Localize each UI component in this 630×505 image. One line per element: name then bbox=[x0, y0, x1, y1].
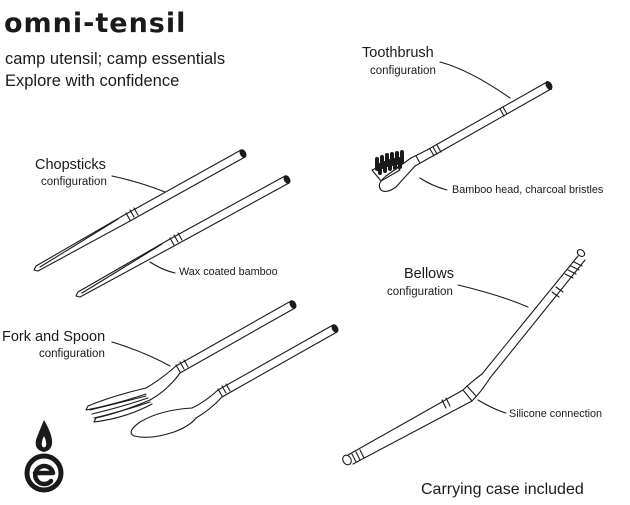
brand-name: omni-tensil bbox=[4, 8, 187, 39]
toothbrush-drawing bbox=[371, 61, 553, 193]
bellows-title: Bellows bbox=[404, 266, 454, 282]
brand-tagline: camp utensil; camp essentials bbox=[5, 50, 226, 68]
chopsticks-subtitle: configuration bbox=[41, 176, 107, 188]
toothbrush-callout: Bamboo head, charcoal bristles bbox=[452, 184, 604, 196]
chopsticks-drawing bbox=[33, 149, 291, 298]
fork-spoon-title: Fork and Spoon bbox=[2, 329, 106, 345]
footer-note: Carrying case included bbox=[421, 481, 584, 498]
fork-spoon-subtitle: configuration bbox=[39, 348, 105, 360]
bellows-callout: Silicone connection bbox=[509, 408, 603, 420]
toothbrush-title: Toothbrush bbox=[362, 45, 434, 61]
bellows-drawing bbox=[342, 249, 586, 466]
chopsticks-title: Chopsticks bbox=[35, 157, 106, 173]
brand-slogan: Explore with confidence bbox=[5, 72, 180, 90]
chopsticks-callout: Wax coated bamboo bbox=[179, 266, 278, 278]
fork-spoon-drawing bbox=[85, 300, 339, 438]
flame-e-logo-icon bbox=[24, 420, 64, 493]
toothbrush-subtitle: configuration bbox=[370, 65, 436, 77]
bellows-subtitle: configuration bbox=[387, 286, 453, 298]
